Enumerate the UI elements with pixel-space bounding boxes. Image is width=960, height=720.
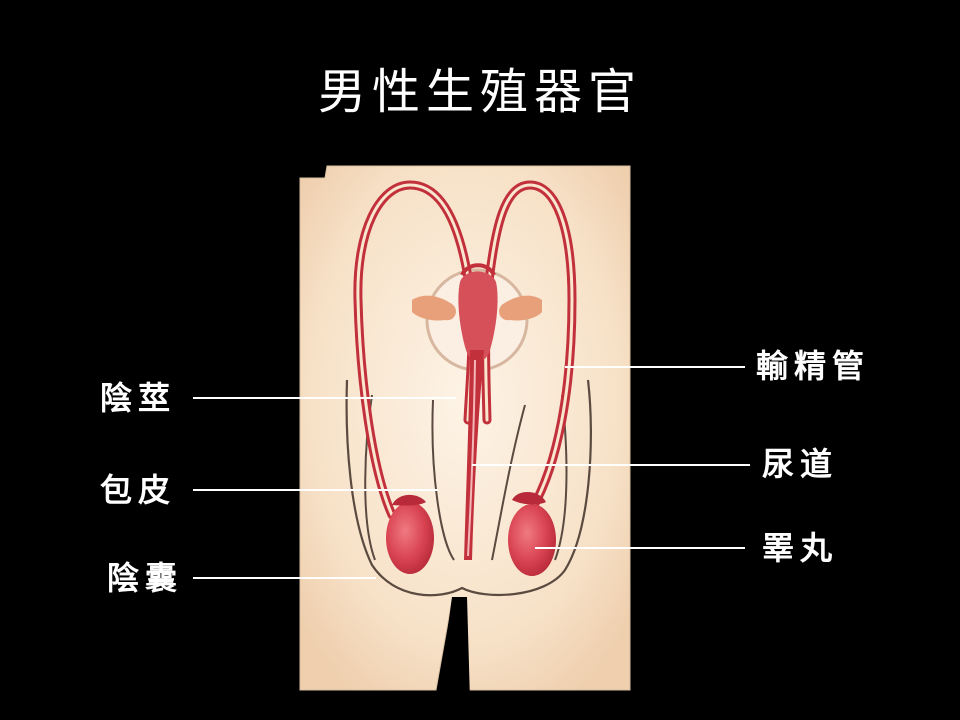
penis-shaft-outline — [345, 379, 592, 597]
epididymis-right — [512, 491, 546, 505]
urethra-duct — [464, 350, 484, 560]
leg-gap — [438, 597, 470, 700]
leader-testis — [535, 547, 745, 549]
label-penis: 陰莖 — [100, 379, 177, 417]
prostate-top — [460, 263, 496, 277]
leader-vas-deferens — [565, 366, 745, 368]
label-vas-deferens: 輸精管 — [756, 347, 871, 385]
inner-shaft-right — [491, 404, 526, 561]
epididymis-left — [392, 494, 426, 506]
label-testis: 睪丸 — [762, 529, 839, 567]
leader-urethra — [472, 464, 750, 466]
seminal-vesicle-left — [412, 295, 456, 321]
testis-left — [386, 502, 434, 574]
inner-shaft-left — [431, 399, 455, 561]
testis-right — [508, 504, 556, 576]
bladder-neck — [458, 271, 498, 362]
urethra-lumen — [467, 359, 476, 557]
label-scrotum: 陰囊 — [107, 559, 184, 597]
label-foreskin: 包皮 — [100, 471, 177, 509]
diagram-title: 男性生殖器官 — [317, 64, 642, 120]
leader-scrotum — [193, 577, 376, 579]
label-urethra: 尿道 — [762, 445, 839, 483]
leader-foreskin — [193, 489, 438, 491]
leader-penis — [193, 397, 456, 399]
seminal-vesicle-right — [499, 295, 542, 321]
